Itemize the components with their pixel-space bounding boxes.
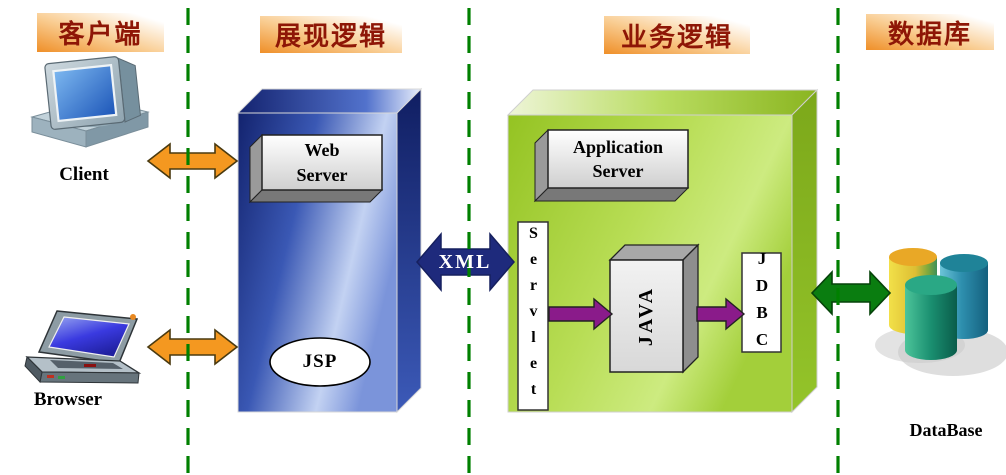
client-label: Client [59, 164, 109, 185]
java-label: JAVA [634, 285, 657, 347]
application-server-label: Application Server [572, 136, 664, 181]
xml-arrow [416, 231, 515, 293]
web-server-panel [248, 133, 384, 204]
servlet-java-arrow [548, 297, 614, 331]
servlet-label: Servlet [525, 225, 542, 407]
browser-webserver-arrow [146, 328, 239, 366]
java-box [608, 243, 700, 374]
xml-label: XML [438, 250, 492, 273]
jdbc-database-arrow [810, 270, 892, 316]
browser-label: Browser [33, 389, 103, 410]
web-server-label: Web Server [296, 140, 348, 185]
application-server-panel [533, 128, 690, 203]
client-webserver-arrow [146, 142, 239, 180]
section-title-database: 数据库 [866, 14, 994, 50]
database-label: DataBase [909, 420, 983, 440]
jsp-ellipse [269, 337, 371, 387]
jdbc-label: JDBC [752, 248, 772, 357]
jdbc-box [741, 252, 782, 353]
java-jdbc-arrow [696, 297, 746, 331]
database-cylinders-icon [875, 248, 1006, 376]
section-title-presentation: 展现逻辑 [260, 16, 402, 53]
jsp-label: JSP [302, 351, 338, 373]
laptop-icon [24, 310, 142, 384]
section-title-business: 业务逻辑 [604, 16, 750, 54]
servlet-box [517, 221, 549, 411]
section-title-client: 客户端 [37, 13, 164, 52]
desktop-computer-icon [30, 56, 150, 148]
